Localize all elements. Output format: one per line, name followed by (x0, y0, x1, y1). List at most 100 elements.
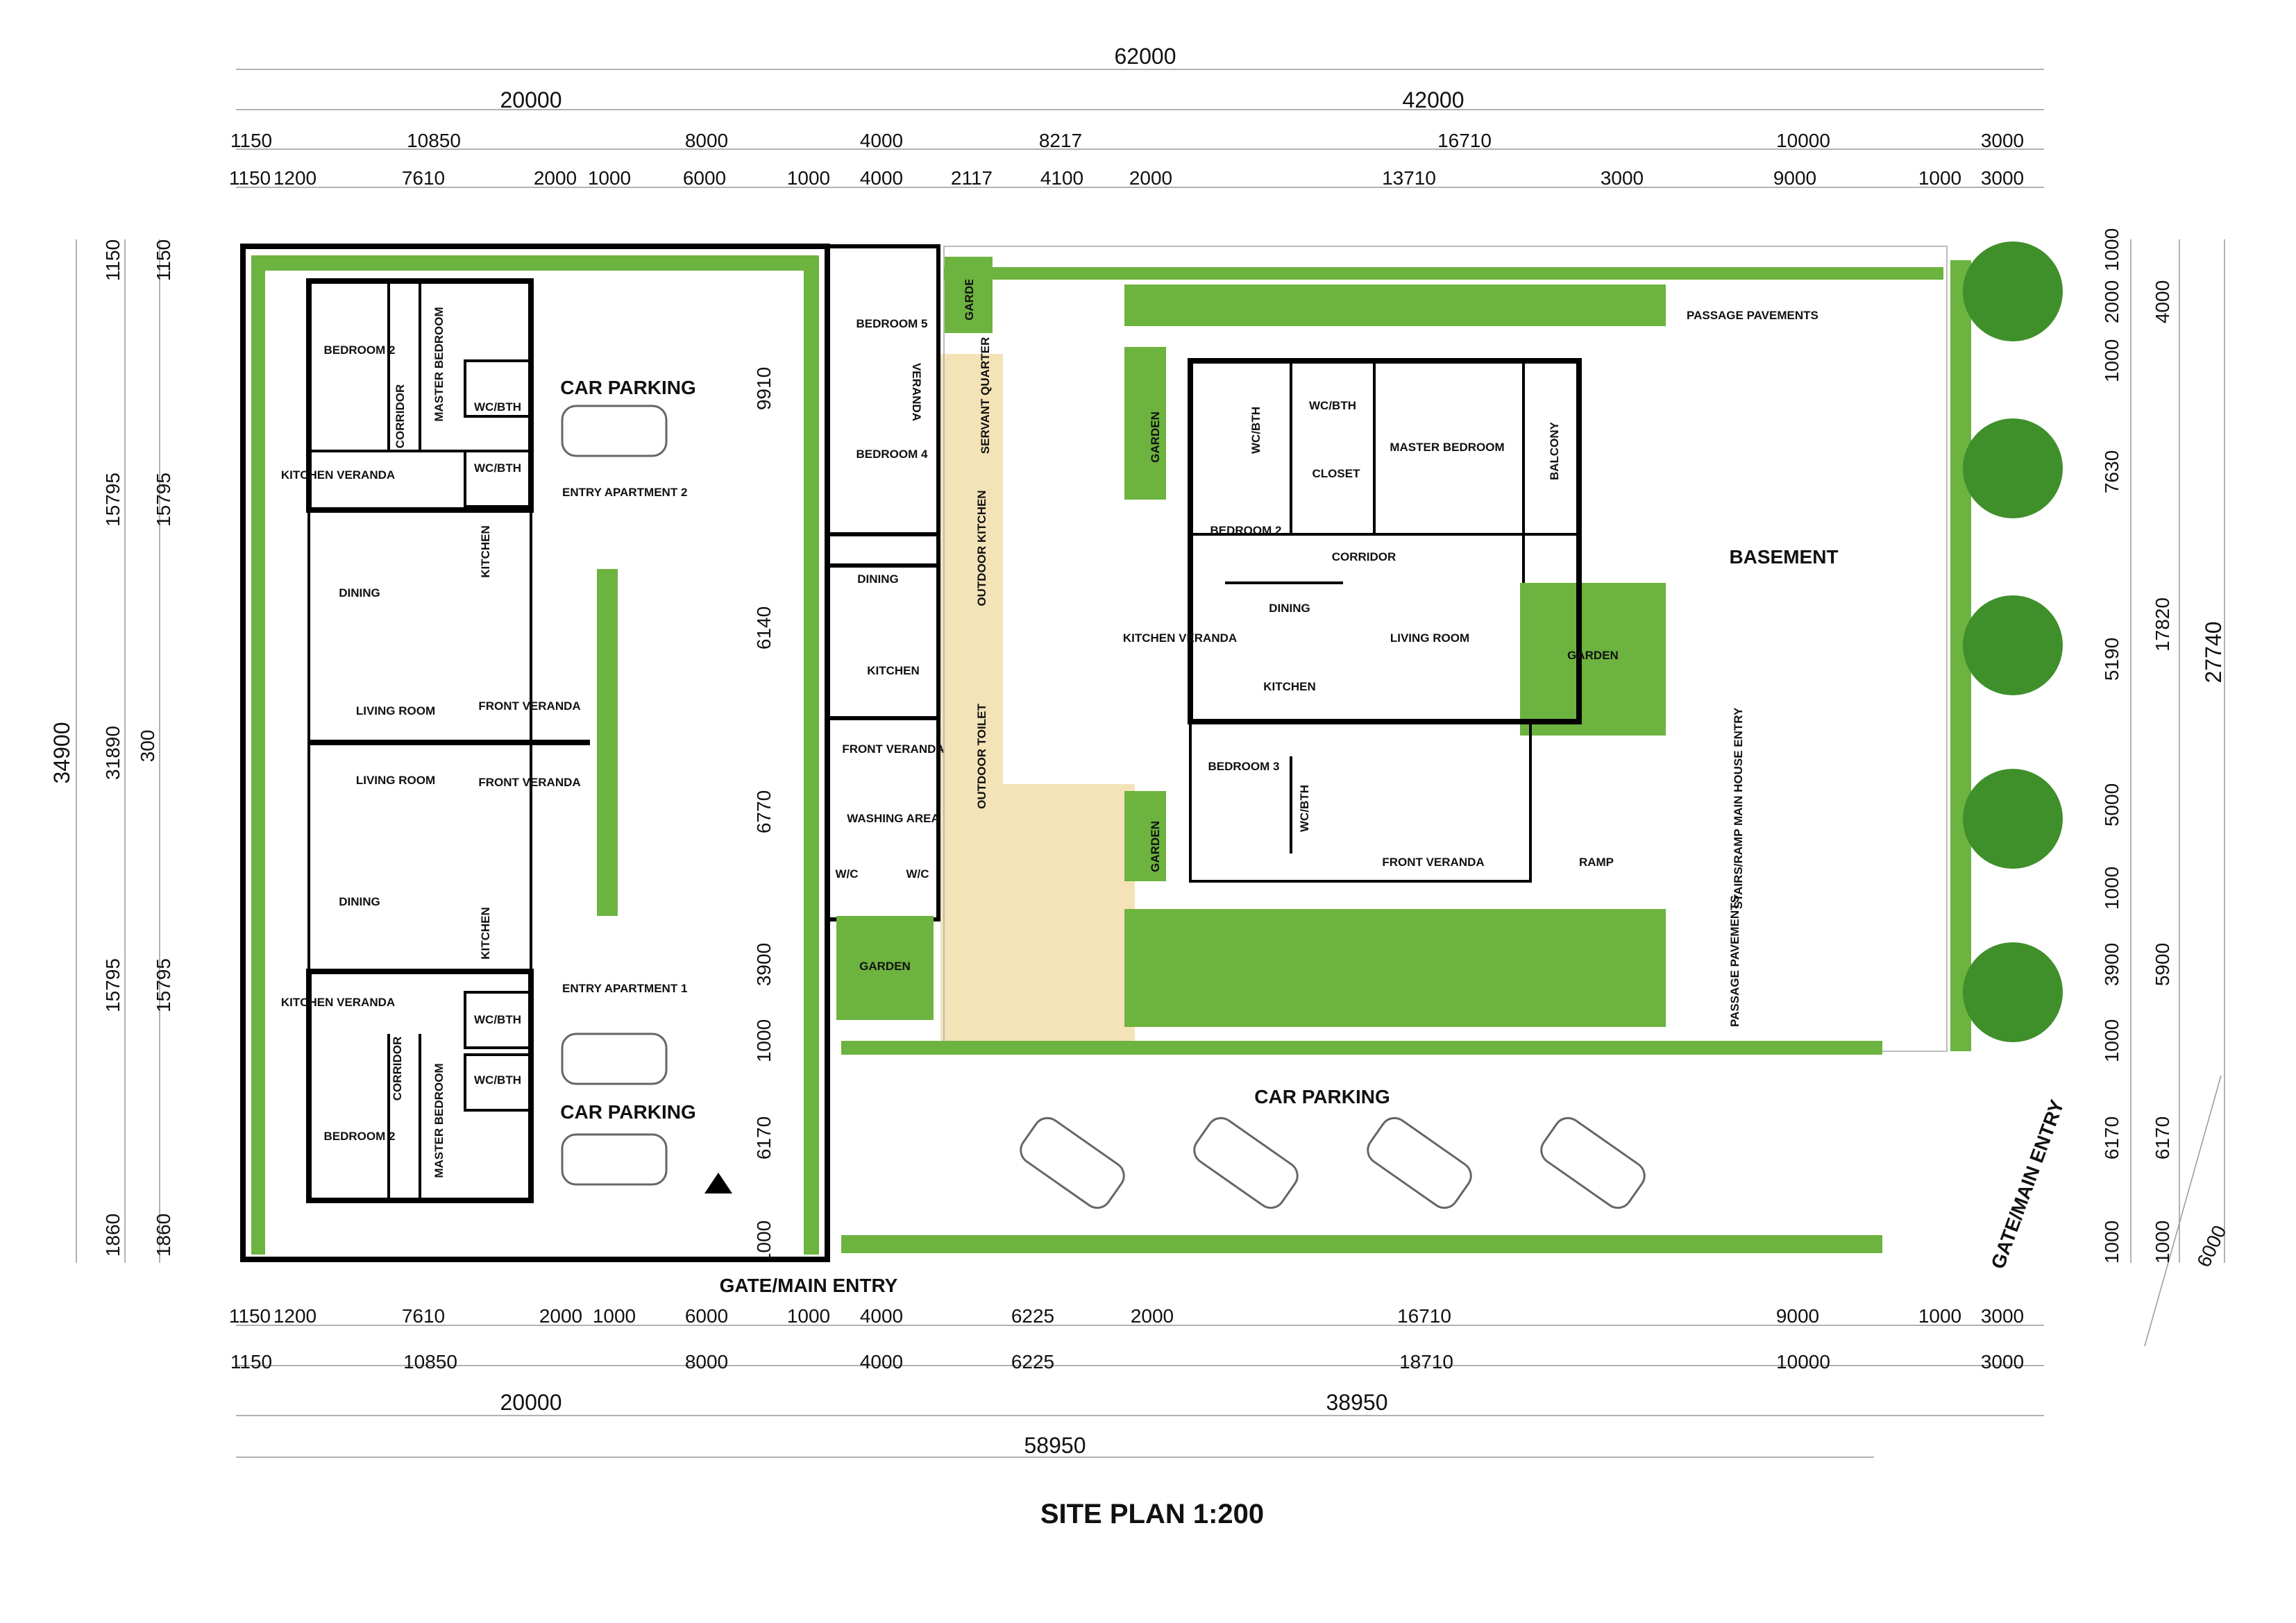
main-kitchen-veranda-label: KITCHEN VERANDA (1123, 631, 1237, 645)
dim-label: 1860 (153, 1214, 174, 1257)
dim-label: 1150 (229, 167, 271, 189)
servant-quarter-label: SERVANT QUARTER (979, 337, 992, 454)
apt2-corridor-label: CORRIDOR (394, 384, 407, 449)
apartment-block (240, 244, 830, 1262)
main-corridor-label: CORRIDOR (1332, 550, 1396, 563)
apt1-kitchen-veranda-label: KITCHEN VERANDA (281, 996, 395, 1009)
dim-label: 3000 (1981, 1351, 2024, 1373)
outdoor-toilet-label: OUTDOOR TOILET (975, 704, 988, 809)
apt2-bedroom2-label: BEDROOM 2 (324, 343, 396, 357)
dim-label: 15795 (102, 958, 124, 1012)
dim-label: 5000 (2101, 783, 2122, 826)
apt1-wc-bth-2-label: WC/BTH (474, 1073, 521, 1087)
dim-label: 1000 (2101, 867, 2122, 910)
servant-quarter-block (825, 244, 1135, 1048)
dim-label: 10000 (1776, 1351, 1830, 1373)
main-garden-2-label: GARDEN (1567, 649, 1619, 662)
main-wc-bth-small-label: WC/BTH (1249, 407, 1263, 454)
north-arrow-icon (704, 1173, 732, 1193)
apt1-entry-label: ENTRY APARTMENT 1 (562, 982, 687, 995)
dim-label: 5190 (2101, 638, 2122, 681)
main-wc-bth-3-label: WC/BTH (1298, 785, 1311, 832)
apt1-corridor-label: CORRIDOR (391, 1037, 404, 1101)
tree-icon (1963, 241, 2063, 341)
dim-left-total: 34900 (49, 722, 74, 784)
dim-label: 16710 (1397, 1305, 1451, 1327)
dim-left-level3: 1150 15795 300 15795 1860 (102, 239, 158, 1257)
dim-right-total: 27740 (2201, 622, 2226, 683)
dim-label: 10000 (1776, 130, 1830, 151)
dim-top-total: 62000 (1115, 44, 1176, 69)
dim-label: 13710 (1382, 167, 1436, 189)
dim-label: 6170 (753, 1116, 775, 1159)
trees (1963, 241, 2063, 1042)
servant-garden-label: GARDEN (963, 269, 976, 321)
dim-label: 4000 (860, 167, 903, 189)
dim-label: 38950 (1326, 1390, 1388, 1415)
dim-label: 3900 (753, 943, 775, 986)
tree-icon (1963, 595, 2063, 695)
apt1-front-veranda-label: FRONT VERANDA (478, 776, 580, 789)
page-title: SITE PLAN 1:200 (1040, 1499, 1264, 1529)
servant-veranda-label: VERANDA (910, 363, 923, 421)
gate-main-entry-right-label: GATE/MAIN ENTRY (1987, 1097, 2068, 1272)
dim-label: 1150 (229, 1305, 271, 1327)
dim-label: 6140 (753, 606, 775, 649)
dim-label: 2000 (2101, 280, 2122, 323)
main-front-veranda-label: FRONT VERANDA (1382, 856, 1484, 869)
dim-label: 9910 (753, 367, 775, 410)
servant-wc1-label: W/C (835, 867, 858, 881)
main-kitchen-label: KITCHEN (1263, 680, 1316, 693)
dim-label: 15795 (102, 473, 124, 527)
apt2-kitchen-label: KITCHEN (479, 525, 492, 578)
main-bedroom2-label: BEDROOM 2 (1210, 524, 1282, 537)
dim-label: 1000 (588, 167, 631, 189)
apt2-master-bedroom-label: MASTER BEDROOM (432, 307, 446, 421)
servant-kitchen-label: KITCHEN (867, 664, 920, 677)
outdoor-kitchen-label: OUTDOOR KITCHEN (975, 490, 988, 606)
apt1-dining-label: DINING (339, 895, 380, 908)
tree-icon (1963, 418, 2063, 518)
dim-label: 1150 (230, 1351, 272, 1373)
dim-label: 8000 (685, 1351, 728, 1373)
dim-label: 1200 (273, 167, 316, 189)
stairs-ramp-label: STAIRS/RAMP MAIN HOUSE ENTRY (1732, 707, 1745, 909)
apt1-bedroom2-label: BEDROOM 2 (324, 1130, 396, 1143)
dim-label: 2117 (951, 167, 993, 189)
washing-area-label: WASHING AREA (847, 812, 940, 825)
dim-label: 2000 (539, 1305, 582, 1327)
dim-left-level2: 31890 (102, 726, 124, 780)
dim-label: 4000 (2152, 280, 2173, 323)
dim-label: 3000 (1981, 130, 2024, 151)
dim-label: 3000 (1601, 167, 1644, 189)
dim-label: 4000 (860, 1351, 903, 1373)
dim-top-level2: 20000 42000 (500, 87, 1464, 112)
dim-label: 1150 (230, 130, 272, 151)
dim-label: 1000 (787, 167, 830, 189)
dim-label: 3000 (1981, 1305, 2024, 1327)
apt2-living-room-label: LIVING ROOM (356, 704, 435, 717)
servant-dining-label: DINING (857, 572, 899, 586)
dim-label: 8217 (1039, 130, 1082, 151)
dim-label: 42000 (1403, 87, 1464, 112)
dim-label: 3900 (2101, 943, 2122, 986)
dim-label: 1000 (2101, 1221, 2122, 1264)
gate-main-entry-bottom-label: GATE/MAIN ENTRY (720, 1275, 898, 1296)
dim-label: 10850 (407, 130, 461, 151)
bedroom5-label: BEDROOM 5 (856, 317, 928, 330)
dim-inner-left: 9910 6140 6770 3900 1000 6170 1000 (753, 367, 775, 1264)
dim-label: 1200 (273, 1305, 316, 1327)
apt2-car-parking-label: CAR PARKING (560, 377, 695, 398)
dim-label: 1000 (2101, 228, 2122, 271)
dim-label: 1000 (1918, 1305, 1961, 1327)
main-garden-1-label: GARDEN (1149, 411, 1162, 463)
dim-label: 8000 (685, 130, 728, 151)
dim-label: 17820 (2152, 597, 2173, 652)
dim-label: 18710 (1399, 1351, 1453, 1373)
dim-label: 9000 (1773, 167, 1816, 189)
dim-bottom-total: 58950 (1024, 1433, 1086, 1458)
apt2-kitchen-veranda-label: KITCHEN VERANDA (281, 468, 395, 482)
dim-label: 9000 (1776, 1305, 1819, 1327)
dim-label: 15795 (153, 473, 174, 527)
